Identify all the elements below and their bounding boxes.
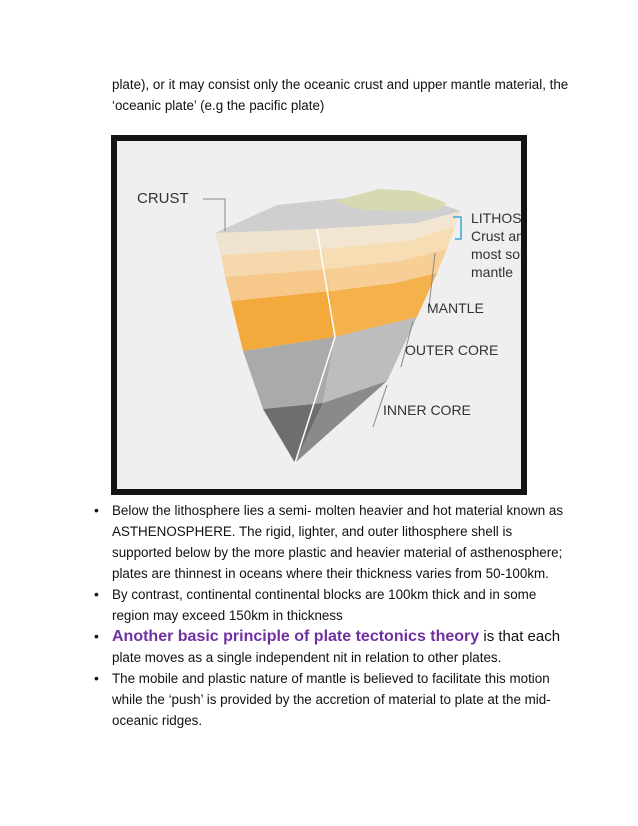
lithosphere-bracket [453,216,462,240]
vegetation-patch [335,189,447,211]
mantle-right [331,273,437,337]
lithosphere-desc-2: most solid [471,246,521,262]
crust-label: CRUST [137,190,189,207]
bullet-item: • Another basic principle of plate tecto… [94,626,574,668]
bullet-text: plate moves as a single independent nit … [112,650,502,665]
mantle-label: MANTLE [427,300,484,316]
lithosphere-band [215,229,323,255]
bullet-text-mid: is that each [479,628,561,645]
lithosphere-desc-1: Crust and upper [471,228,521,244]
crust-leader [203,198,226,231]
mantle-band [231,291,335,351]
bullet-text: By contrast, continental continental blo… [112,587,537,623]
bullet-item: • Below the lithosphere lies a semi- mol… [94,500,574,584]
earth-layers-diagram: CRUST LITHOSPHERE Crust and upper most s… [137,189,521,464]
lithosphere-band-right [317,211,461,249]
inner-core-band [263,403,323,463]
outer-core-leader [400,320,414,368]
upper-mantle-band-1 [221,249,327,277]
bullet-item: • The mobile and plastic nature of mantl… [94,668,574,731]
outer-core-label: OUTER CORE [405,342,498,358]
upper-mantle-right-1 [323,227,455,269]
bullet-list: • Below the lithosphere lies a semi- mol… [94,500,574,731]
inner-core-label: INNER CORE [383,402,471,418]
inner-core-leader [372,384,388,428]
bullet-item: • By contrast, continental continental b… [94,584,574,626]
lithosphere-desc-3: mantle [471,264,513,280]
outer-core-right [323,317,417,403]
intro-paragraph: plate), or it may consist only the ocean… [112,77,569,113]
inner-core-right [295,381,387,463]
lithosphere-label: LITHOSPHERE [471,210,521,226]
center-edge [294,228,336,464]
earth-layers-figure: CRUST LITHOSPHERE Crust and upper most s… [111,135,527,495]
outer-core-band [243,337,335,409]
upper-mantle-right-2 [327,249,447,291]
mantle-leader [428,252,436,308]
bullet-dot-icon: • [94,586,99,602]
bullet-dot-icon: • [94,670,99,686]
bullet-dot-icon: • [94,502,99,518]
bullet-text: Below the lithosphere lies a semi- molte… [112,503,564,581]
bullet-text: The mobile and plastic nature of mantle … [112,671,551,728]
bullet-dot-icon: • [94,628,99,644]
upper-mantle-band-2 [225,269,331,301]
highlighted-principle: Another basic principle of plate tectoni… [112,628,480,645]
